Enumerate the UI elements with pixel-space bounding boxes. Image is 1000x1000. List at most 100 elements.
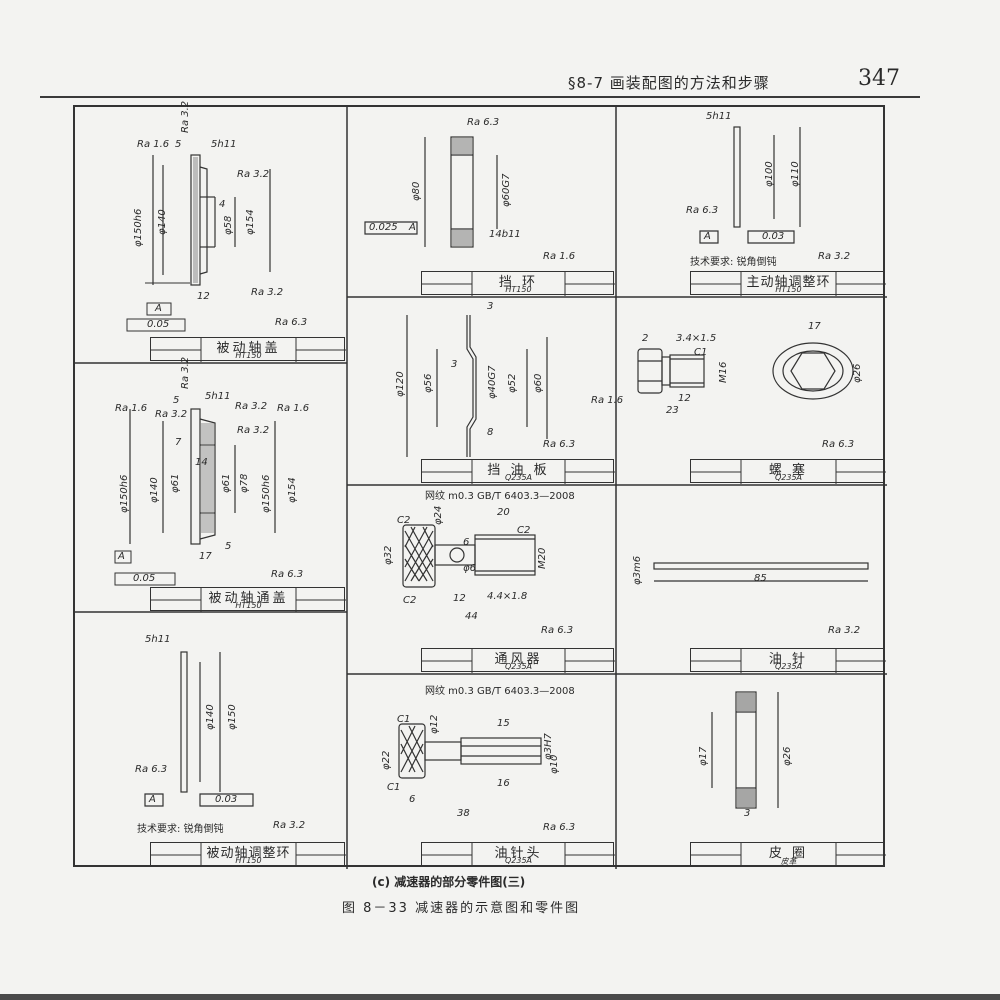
title-block: 皮 圈 皮革 — [690, 842, 886, 867]
dim-label: φ61 — [221, 473, 232, 493]
dim-label: φ40G7 — [487, 365, 498, 399]
roughness-label: Ra 3.2 — [818, 251, 851, 262]
part-material: HT150 — [775, 285, 802, 294]
roughness-label: Ra 6.3 — [135, 764, 168, 775]
roughness-label: Ra 1.6 — [115, 403, 148, 414]
part-name: 挡 环 — [498, 275, 539, 290]
dim-label: 17 — [808, 321, 821, 332]
datum-label: A — [704, 231, 711, 242]
dim-label: 5 — [225, 541, 232, 552]
dim-label: M20 — [537, 547, 548, 569]
dim-label: 5h11 — [205, 391, 231, 402]
dim-label: φ6 — [463, 563, 476, 574]
dim-label: C2 — [403, 595, 417, 606]
dim-label: 6 — [409, 794, 416, 805]
title-block: 被动轴调整环 HT150 — [150, 842, 346, 867]
dim-label: 14b11 — [489, 229, 521, 240]
roughness-label: Ra 6.3 — [467, 117, 500, 128]
dim-label: 3 — [487, 301, 494, 312]
scan-edge — [0, 994, 1000, 1000]
sub-caption: (c) 减速器的部分零件图(三) — [372, 875, 526, 889]
leather-ring-drawing — [711, 691, 779, 809]
drawing-sheet: Ra 1.6 5h11 5 Ra 3.2 Ra 3.2 4 φ150h6 φ14… — [73, 101, 887, 869]
part-material: HT150 — [235, 351, 262, 360]
dim-label: φ140 — [205, 704, 216, 730]
tech-note: 技术要求: 锐角倒钝 — [690, 257, 777, 268]
oil-dipstick-drawing — [653, 562, 869, 582]
cell-plug: 2 3.4×1.5 C1 M16 12 23 17 φ26 Ra 6.3 螺 塞… — [616, 297, 887, 485]
roughness-label: Ra 6.3 — [275, 317, 308, 328]
roughness-label: Ra 3.2 — [155, 409, 188, 420]
dim-label: 12 — [678, 393, 691, 404]
dim-label: 7 — [175, 437, 182, 448]
dim-label: φ60 — [533, 373, 544, 393]
roughness-label: Ra 6.3 — [541, 625, 574, 636]
dim-label: 23 — [666, 405, 679, 416]
retaining-ring-drawing — [364, 136, 498, 248]
roughness-label: Ra 3.2 — [237, 425, 270, 436]
dim-label: 6 — [463, 537, 470, 548]
dim-label: φ24 — [433, 505, 444, 525]
dim-label: 5h11 — [211, 139, 237, 150]
datum-label: A — [409, 222, 416, 233]
title-block: 油 针 Q235A — [690, 648, 886, 673]
section-header: §8-7 画装配图的方法和步骤 — [568, 74, 770, 92]
dim-label: 5 — [175, 139, 182, 150]
oil-baffle-drawing — [406, 315, 548, 457]
tolerance-label: 0.03 — [215, 794, 238, 805]
knurl-note: 网纹 m0.3 GB/T 6403.3—2008 — [425, 686, 575, 697]
dim-label: 8 — [487, 427, 494, 438]
passive-cover-drawing — [126, 154, 271, 332]
part-name: 油针头 — [494, 846, 543, 861]
dim-label: C1 — [387, 782, 401, 793]
part-material: HT150 — [235, 601, 262, 610]
dim-label: C2 — [397, 515, 411, 526]
roughness-label: Ra 3.2 — [235, 401, 268, 412]
dim-label: φ154 — [287, 477, 298, 503]
part-material: HT150 — [235, 856, 262, 865]
dim-label: C1 — [397, 714, 411, 725]
dim-label: 3 — [451, 359, 458, 370]
part-material: Q235A — [774, 473, 803, 482]
driven-adjust-ring-drawing — [144, 651, 254, 807]
header-rule — [40, 96, 920, 98]
dipstick-head-drawing — [398, 723, 542, 779]
plug-drawing — [637, 342, 854, 400]
roughness-label: Ra 6.3 — [271, 569, 304, 580]
cell-oil-dipstick: φ3m6 85 Ra 3.2 油 针 Q235A — [616, 485, 887, 674]
dim-label: φ61 — [170, 473, 181, 493]
title-block: 通风器 Q235A — [421, 648, 615, 673]
title-block: 被动轴通盖 HT150 — [150, 587, 346, 612]
dim-label: 5h11 — [145, 634, 171, 645]
title-block: 油针头 Q235A — [421, 842, 615, 867]
part-name: 被动轴盖 — [216, 341, 281, 356]
dim-label: 5h11 — [706, 111, 732, 122]
tolerance-label: 0.05 — [133, 573, 156, 584]
cell-leather-ring: φ17 φ26 3 皮 圈 皮革 — [616, 674, 887, 869]
tolerance-label: 0.03 — [762, 231, 785, 242]
part-material: Q235A — [774, 662, 803, 671]
roughness-label: Ra 1.6 — [137, 139, 170, 150]
part-name: 被动轴调整环 — [206, 846, 291, 861]
cell-retaining-ring: Ra 6.3 φ80 φ60G7 0.025 A 14b11 Ra 1.6 挡 … — [347, 107, 616, 297]
dim-label: 4.4×1.8 — [487, 591, 528, 602]
roughness-label: Ra 3.2 — [237, 169, 270, 180]
title-block: 螺 塞 Q235A — [690, 459, 886, 484]
dim-label: 44 — [465, 611, 478, 622]
part-name: 皮 圈 — [768, 846, 809, 861]
dim-label: 3.4×1.5 — [676, 333, 717, 344]
dim-label: φ140 — [157, 209, 168, 235]
title-block: 挡 环 HT150 — [421, 271, 615, 296]
roughness-label: Ra 6.3 — [822, 439, 855, 450]
part-material: 皮革 — [780, 857, 797, 866]
dim-label: φ26 — [852, 363, 863, 383]
part-name: 螺 塞 — [768, 463, 809, 478]
dim-label: φ150h6 — [133, 208, 144, 247]
driving-adjust-ring-drawing — [699, 126, 801, 244]
roughness-label: Ra 1.6 — [277, 403, 310, 414]
dim-label: φ52 — [507, 373, 518, 393]
title-block: 挡 油 板 Q235A — [421, 459, 615, 484]
dim-label: 16 — [497, 778, 510, 789]
dim-label: 12 — [453, 593, 466, 604]
dim-label: C2 — [517, 525, 531, 536]
